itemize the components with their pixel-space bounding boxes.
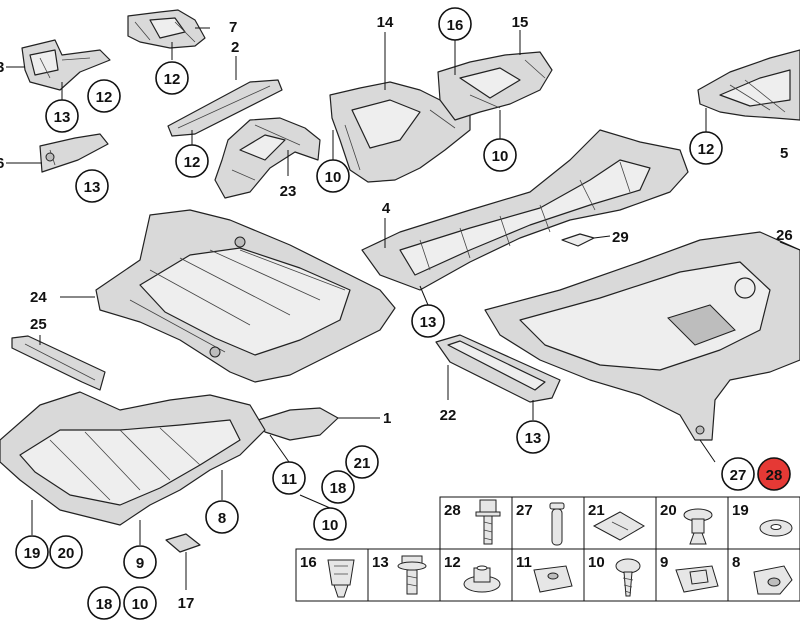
part-7-illustration	[127, 9, 206, 49]
part-19-20-illustration	[0, 391, 266, 526]
adhesive-pad-icon	[592, 511, 645, 541]
legend-item-12-label: 12	[444, 554, 461, 571]
bolt-flanged-icon	[475, 499, 501, 545]
callout-6: 6	[0, 155, 4, 172]
legend-item-16-label: 16	[300, 554, 317, 571]
callout-13-b: 13	[84, 179, 101, 196]
callout-5: 5	[780, 145, 788, 162]
callout-26: 26	[776, 227, 793, 244]
callout-10-c: 10	[322, 517, 339, 534]
callout-25: 25	[30, 316, 47, 333]
callout-16-a: 16	[447, 17, 464, 34]
u-nut-clip-icon	[533, 565, 573, 593]
callout-23: 23	[280, 183, 297, 200]
callout-12-b: 12	[96, 89, 113, 106]
flange-nut-icon	[463, 565, 501, 593]
part-26-illustration	[484, 231, 800, 441]
part-25-illustration	[11, 335, 106, 391]
callout-20-a: 20	[58, 545, 75, 562]
leader-lines	[6, 27, 800, 590]
legend-item-19-label: 19	[732, 502, 749, 519]
part-4-illustration	[361, 129, 689, 291]
part-2-illustration	[167, 79, 283, 137]
callout-22: 22	[440, 407, 457, 424]
callout-12-c: 12	[184, 154, 201, 171]
callout-29: 29	[612, 229, 629, 246]
callout-10-d: 10	[132, 596, 149, 613]
self-tapping-screw-icon	[615, 558, 641, 597]
part-23-illustration	[214, 117, 321, 199]
legend-item-21-label: 21	[588, 502, 605, 519]
callout-8: 8	[218, 510, 226, 527]
part-14-illustration	[329, 81, 471, 183]
part-1-illustration	[257, 407, 339, 441]
legend-item-20-label: 20	[660, 502, 677, 519]
callout-13-a: 13	[54, 109, 71, 126]
callout-21-a: 21	[354, 455, 371, 472]
legend-item-13-label: 13	[372, 554, 389, 571]
legend-item-8-label: 8	[732, 554, 740, 571]
edge-clip-icon	[675, 565, 719, 593]
callout-2: 2	[231, 39, 239, 56]
callout-13-d: 13	[525, 430, 542, 447]
callout-12-a: 12	[164, 71, 181, 88]
fastener-legend: 28 27 21 20 19	[295, 496, 800, 602]
part-29-illustration	[561, 233, 595, 247]
callout-19-a: 19	[24, 545, 41, 562]
callout-1: 1	[383, 410, 391, 427]
callout-12-d: 12	[698, 141, 715, 158]
callout-28-highlighted[interactable]: 28	[766, 467, 783, 484]
spring-clip-nut-icon	[327, 559, 355, 598]
callout-10-a: 10	[325, 169, 342, 186]
callout-18-a: 18	[330, 480, 347, 497]
washer-icon	[759, 519, 793, 537]
callout-7: 7	[229, 19, 237, 36]
callout-24: 24	[30, 289, 47, 306]
part-22-illustration	[435, 334, 561, 403]
hex-bolt-washer-icon	[397, 555, 427, 595]
part-24-illustration	[95, 209, 396, 383]
callout-9: 9	[136, 555, 144, 572]
plug-pin-icon	[549, 502, 565, 546]
part-15-illustration	[437, 51, 553, 121]
legend-item-28-label: 28	[444, 502, 461, 519]
callout-3: 3	[0, 59, 4, 76]
part-17-illustration	[165, 533, 201, 553]
callout-13-c: 13	[420, 314, 437, 331]
legend-item-11-label: 11	[516, 554, 532, 571]
callouts: 3 7 2 12 12 13 6 13 12 23 14 16 15 10 10…	[0, 7, 793, 620]
legend-item-9-label: 9	[660, 554, 668, 571]
callout-14: 14	[377, 14, 394, 31]
callout-27-a: 27	[730, 467, 747, 484]
part-6-illustration	[39, 133, 109, 173]
callout-17: 17	[178, 595, 195, 612]
callout-11-a: 11	[281, 471, 297, 488]
callout-10-b: 10	[492, 148, 509, 165]
callout-4: 4	[382, 200, 391, 217]
part-3-illustration	[21, 39, 111, 91]
callout-15: 15	[512, 14, 529, 31]
cable-clamp-icon	[753, 565, 793, 595]
part-5-illustration	[697, 49, 800, 121]
legend-item-27-label: 27	[516, 502, 533, 519]
expansion-rivet-icon	[683, 508, 713, 545]
callout-18-b: 18	[96, 596, 113, 613]
legend-item-10-label: 10	[588, 554, 605, 571]
